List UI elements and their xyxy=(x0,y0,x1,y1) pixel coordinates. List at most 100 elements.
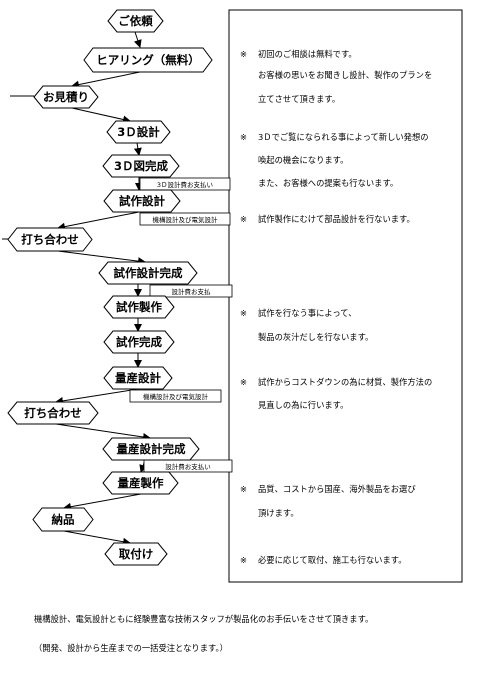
tag-box xyxy=(149,284,233,298)
node-label: 3Ｄ図完成 xyxy=(114,159,169,173)
flow-node-n1: ご依頼 xyxy=(107,9,164,33)
node-shape xyxy=(103,295,175,319)
flow-node-n10: 試作完成 xyxy=(103,330,175,354)
footer-line-1: 機構設計、電気設計ともに経験豊富な技術スタッフが製品化のお手伝いをさせて頂きます… xyxy=(34,614,373,624)
node-shape xyxy=(103,366,173,390)
tag-label: 設計費お支払い xyxy=(165,462,211,471)
node-label: 取付け xyxy=(119,547,154,561)
tag-label: 3Ｄ設計費お支払い xyxy=(157,180,213,189)
node-label: 試作設計完成 xyxy=(114,266,183,280)
note-line: 喚起の機会になります。 xyxy=(258,155,348,165)
node-label: 納品 xyxy=(52,513,75,527)
note-mark: ※ xyxy=(240,214,247,224)
node-label: 打ち合わせ xyxy=(21,233,79,247)
node-shape xyxy=(103,330,175,354)
node-label: 試作設計 xyxy=(119,194,165,208)
node-shape xyxy=(7,401,99,425)
node-label: 試作完成 xyxy=(116,335,162,349)
tag-t2: 機構設計及び電気設計 xyxy=(139,212,231,226)
flow-node-n16: 取付け xyxy=(104,542,168,566)
note-line: 試作を行なう事によって、 xyxy=(258,308,357,318)
note-line: 必要に応じて取付、施工も行ないます。 xyxy=(258,555,407,565)
note-m4: ※試作を行なう事によって、製品の灰汁だしを行ないます。 xyxy=(240,308,373,342)
node-shape xyxy=(102,437,200,461)
flow-node-n5: 3Ｄ図完成 xyxy=(102,154,180,178)
note-mark: ※ xyxy=(240,555,247,565)
tag-t1: 3Ｄ設計費お支払い xyxy=(139,177,231,191)
note-m3: ※ 試作製作にむけて部品設計を行ないます。 xyxy=(240,214,415,224)
note-line: また、お客様への提案も行ないます。 xyxy=(258,178,398,188)
tag-box xyxy=(129,389,222,403)
connector-line xyxy=(63,493,142,511)
connector-line xyxy=(71,71,141,89)
node-label: 量産設計完成 xyxy=(117,442,186,456)
node-label: 3Ｄ設計 xyxy=(117,125,160,139)
connector-line xyxy=(133,142,142,156)
tag-t4: 機構設計及び電気設計 xyxy=(129,389,222,403)
flow-node-n14: 量産製作 xyxy=(102,471,179,495)
node-shape xyxy=(102,154,180,178)
flow-node-n4: 3Ｄ設計 xyxy=(106,120,171,144)
flow-node-n8: 試作設計完成 xyxy=(98,261,198,285)
connector-line xyxy=(55,388,139,405)
node-shape xyxy=(104,542,168,566)
flow-node-n7: 打ち合わせ xyxy=(7,227,93,252)
flow-node-n3: お見積り xyxy=(33,85,99,109)
node-label: 打ち合わせ xyxy=(24,406,82,420)
connector-line xyxy=(63,530,131,546)
flow-node-n2: ヒアリング（無料） xyxy=(83,47,213,73)
node-shape xyxy=(33,85,99,109)
tag-t3: 設計費お支払 xyxy=(149,284,233,298)
tag-label: 機構設計及び電気設計 xyxy=(143,392,209,401)
note-mark: ※ xyxy=(240,132,247,142)
flow-node-n11: 量産設計 xyxy=(103,366,173,390)
note-line: 初回のご相談は無料です。 xyxy=(258,49,357,59)
flow-node-n13: 量産設計完成 xyxy=(102,437,200,461)
node-label: ヒアリング（無料） xyxy=(96,53,200,67)
flow-node-n9: 試作製作 xyxy=(103,295,175,319)
node-shape xyxy=(98,261,198,285)
note-line: 試作からコストダウンの為に材質、製作方法の xyxy=(258,377,432,387)
flow-node-n12: 打ち合わせ xyxy=(7,401,99,425)
note-m7: ※ 必要に応じて取付、施工も行ないます。 xyxy=(240,555,407,565)
note-m2: ※3Ｄでご覧になられる事によって新しい発想の喚起の機会になります。また、お客様へ… xyxy=(240,132,429,188)
connector-line xyxy=(71,107,131,124)
tag-t5: 設計費お支払い xyxy=(143,459,233,473)
note-line: 試作製作にむけて部品設計を行ないます。 xyxy=(258,214,415,224)
node-label: 量産製作 xyxy=(118,476,164,490)
connector-line xyxy=(57,211,140,231)
note-m1: ※ 初回のご相談は無料です。お客様の思いをお聞きし設計、製作のプランを立てさせて頂… xyxy=(240,49,432,104)
node-shape xyxy=(106,120,171,144)
flow-connectors xyxy=(2,31,151,546)
flow-tags: 3Ｄ設計費お支払い機構設計及び電気設計設計費お支払機構設計及び電気設計設計費お支… xyxy=(129,177,233,473)
node-label: 量産設計 xyxy=(115,371,161,385)
node-shape xyxy=(7,227,93,252)
tag-box xyxy=(139,177,231,191)
note-line: 品質、コストから国産、海外製品をお選び xyxy=(258,484,416,494)
note-mark: ※ xyxy=(240,484,247,494)
tag-label: 機構設計及び電気設計 xyxy=(153,215,219,224)
node-shape xyxy=(32,507,94,532)
note-mark: ※ xyxy=(240,377,247,387)
connector-line xyxy=(133,31,142,48)
node-shape xyxy=(102,471,179,495)
flow-nodes: ご依頼ヒアリング（無料）お見積り3Ｄ設計3Ｄ図完成試作設計打ち合わせ試作設計完成… xyxy=(7,9,213,566)
note-line: お客様の思いをお聞きし設計、製作のプランを xyxy=(258,70,432,80)
node-shape xyxy=(83,47,213,73)
note-line: 頂けます。 xyxy=(258,508,299,518)
node-label: 試作製作 xyxy=(116,300,162,314)
note-line: 立てさせて頂きます。 xyxy=(258,94,340,104)
node-shape xyxy=(107,9,164,33)
note-mark: ※ xyxy=(240,308,247,318)
note-mark: ※ xyxy=(240,49,247,59)
node-shape xyxy=(103,189,181,213)
connector-line xyxy=(57,250,146,266)
notes-list: ※ 初回のご相談は無料です。お客様の思いをお聞きし設計、製作のプランを立てさせて頂… xyxy=(240,49,432,565)
node-label: お見積り xyxy=(43,90,89,104)
footer-line-2: （開発、設計から生産までの一括受注となります。） xyxy=(34,643,228,653)
note-line: 見直しの為に行います。 xyxy=(258,400,348,410)
tag-label: 設計費お支払 xyxy=(172,287,212,296)
